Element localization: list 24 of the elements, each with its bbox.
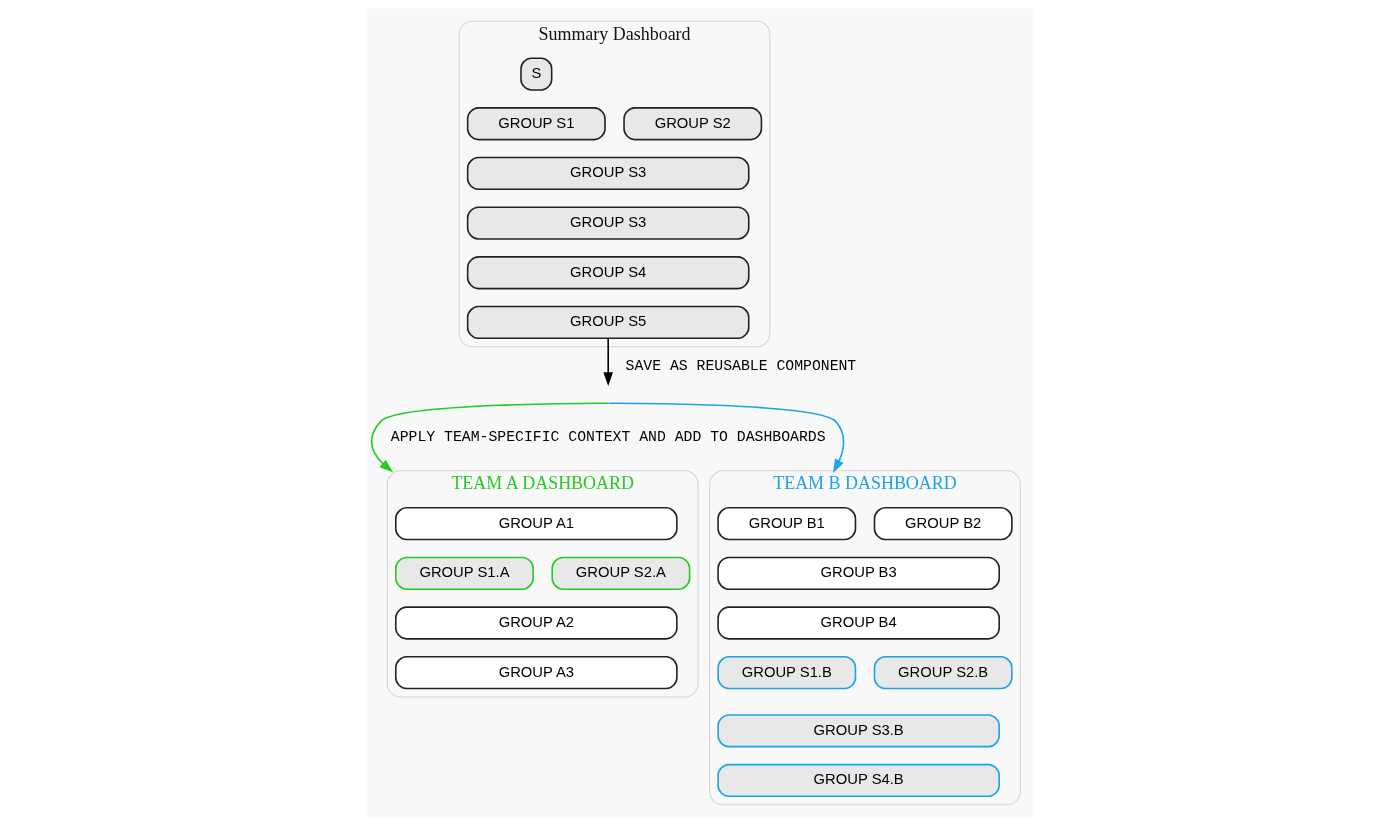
node-box: GROUP A2 (395, 606, 678, 640)
node-box: GROUP S1 (466, 107, 606, 141)
node-box: GROUP B3 (717, 556, 1000, 590)
node-box: GROUP S2 (623, 107, 763, 141)
node-box: GROUP S3.B (717, 714, 1000, 748)
node-box: GROUP B1 (717, 507, 857, 541)
node-box: GROUP S3 (466, 206, 750, 240)
node-box: GROUP S3 (466, 156, 750, 191)
arrow (603, 337, 613, 387)
node-box: GROUP S2.A (551, 556, 691, 590)
arrow (370, 402, 609, 473)
edge-label: SAVE AS REUSABLE COMPONENT (625, 357, 857, 374)
node-box: GROUP S4.B (717, 763, 1000, 798)
arrow (607, 402, 845, 473)
node-box: GROUP S1.A (395, 556, 534, 590)
node-box: GROUP S1.B (717, 656, 857, 690)
node-box: GROUP S4 (466, 256, 750, 290)
node-box: GROUP S2.B (873, 656, 1013, 690)
node-box: GROUP B2 (873, 507, 1013, 541)
node-box: GROUP A1 (395, 507, 678, 541)
node-box: GROUP B4 (717, 606, 1000, 640)
node-box: GROUP A3 (395, 656, 678, 690)
node-box: GROUP S5 (466, 305, 750, 340)
label: APPLY TEAM-SPECIFIC CONTEXT AND ADD TO DASHBOARDS (390, 428, 826, 445)
